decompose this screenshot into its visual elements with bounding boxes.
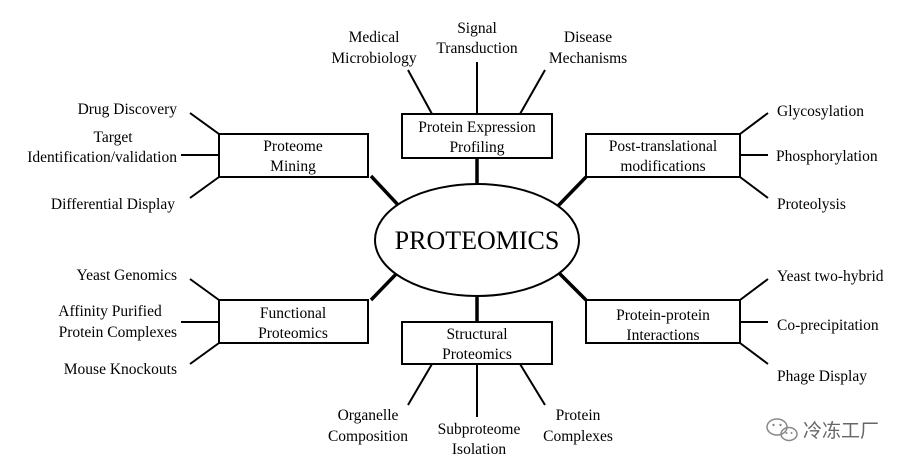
box-functional-proteomics (218, 299, 369, 344)
box-label-structural-1: Structural (446, 326, 507, 343)
leaf-subproteome-isolation-1: Subproteome (438, 421, 521, 438)
leaf-organelle-composition-2: Composition (328, 428, 408, 445)
category-boxes (218, 113, 741, 365)
leaf-protein-complexes-2: Complexes (543, 428, 613, 445)
box-protein-protein-interactions (585, 299, 741, 344)
leaf-protein-complexes-1: Protein (556, 407, 601, 424)
connector-mining (369, 174, 402, 209)
leaf-yeast-genomics: Yeast Genomics (77, 267, 177, 284)
leaf-signal-transduction-1: Signal (457, 20, 497, 37)
watermark: 冷冻工厂 (766, 418, 879, 442)
leaf-yeast-two-hybrid: Yeast two-hybrid (777, 268, 884, 285)
box-label-ptm-1: Post-translational (609, 138, 718, 155)
leaf-glycosylation: Glycosylation (777, 103, 864, 120)
watermark-text: 冷冻工厂 (803, 420, 879, 442)
leaf-affinity-2: Protein Complexes (59, 324, 177, 341)
leaf-disease-mechanisms-1: Disease (564, 29, 612, 46)
box-label-interactions-2: Interactions (626, 327, 699, 344)
connector-functional (369, 268, 402, 302)
leaf-affinity-1: Affinity Purified (58, 303, 162, 320)
leaf-differential-display: Differential Display (51, 196, 175, 213)
box-label-interactions-1: Protein-protein (616, 307, 710, 324)
leaf-signal-transduction-2: Transduction (436, 40, 517, 57)
box-label-ptm-2: modifications (620, 158, 705, 175)
leaf-co-precipitation: Co-precipitation (777, 317, 879, 334)
leaf-target-2: Identification/validation (27, 149, 177, 166)
leaf-disease-mechanisms-2: Mechanisms (549, 50, 627, 67)
center-label: PROTEOMICS (395, 226, 560, 255)
connector-ptm (554, 175, 588, 210)
leaf-phosphorylation: Phosphorylation (776, 148, 878, 165)
leaf-target-1: Target (93, 129, 133, 146)
leaf-medical-microbiology-1: Medical (349, 29, 400, 46)
leaf-drug-discovery: Drug Discovery (78, 101, 178, 118)
box-post-translational-modifications (585, 133, 741, 178)
leaf-subproteome-isolation-2: Isolation (452, 441, 506, 458)
wechat-icon (766, 418, 798, 442)
leaf-medical-microbiology-2: Microbiology (331, 50, 416, 67)
box-label-functional-1: Functional (260, 305, 326, 322)
connector-interactions (554, 268, 588, 302)
center-ellipse (374, 183, 580, 297)
box-proteome-mining (218, 133, 369, 178)
box-label-functional-2: Proteomics (258, 325, 328, 342)
box-label-structural-2: Proteomics (442, 346, 512, 363)
box-structural-proteomics (401, 321, 553, 365)
box-protein-expression-profiling (401, 113, 553, 159)
box-label-mining-1: Proteome (263, 138, 323, 155)
box-label-expression-2: Profiling (449, 139, 504, 156)
leaf-mouse-knockouts: Mouse Knockouts (64, 361, 177, 378)
leaf-phage-display: Phage Display (777, 368, 867, 385)
leaf-connectors (181, 62, 769, 417)
box-label-mining-2: Mining (270, 158, 316, 175)
leaf-proteolysis: Proteolysis (777, 196, 846, 213)
box-label-expression-1: Protein Expression (418, 119, 536, 136)
center-connectors (369, 158, 588, 322)
leaf-organelle-composition-1: Organelle (338, 407, 399, 424)
